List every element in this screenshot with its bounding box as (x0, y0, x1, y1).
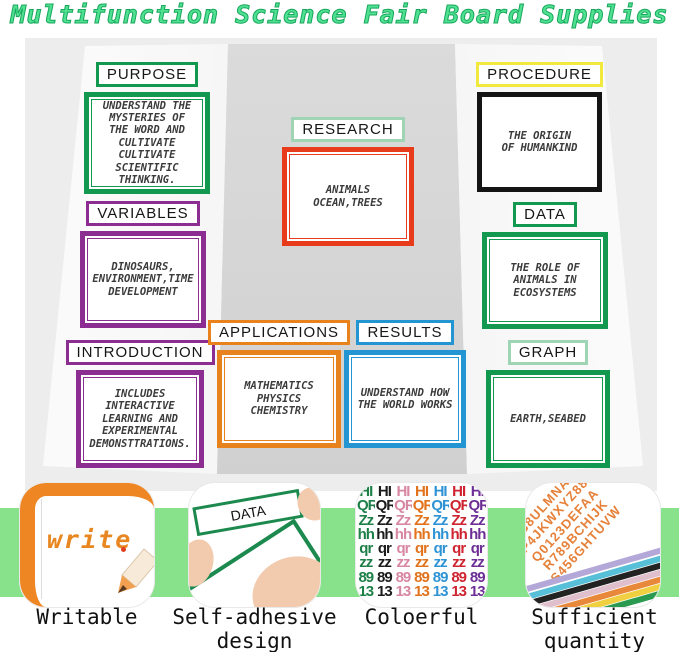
variables-card-frame: DINOSAURS, ENVIRONMENT,TIME DEVELOPMENT (87, 238, 199, 321)
section-research: RESEARCH ANIMALS OCEAN,TREES (282, 117, 414, 246)
letter-column: HI QR Zz hh qr zz 89 13 (357, 485, 375, 600)
applications-label: APPLICATIONS (207, 320, 351, 345)
caption-self-adhesive: Self-adhesive design (172, 605, 337, 652)
research-label-text: RESEARCH (302, 121, 394, 138)
introduction-label-text: INTRODUCTION (76, 344, 204, 361)
caption-writable: Writable (36, 605, 138, 629)
section-introduction: INTRODUCTION INCLUDES INTERACTIVE LEARNI… (65, 340, 215, 468)
procedure-label-text: PROCEDURE (487, 66, 592, 83)
results-card-frame: UNDERSTAND HOW THE WORLD WORKS (351, 357, 459, 441)
purpose-card-text: UNDERSTAND THE MYSTERIES OF THE WORD AND… (102, 99, 192, 186)
graph-card-frame: EARTH,SEABED (493, 377, 603, 461)
letter-column: HI QR Zz hh qr zz 89 13 (449, 485, 468, 600)
letter-column: HI QR Zz hh qr zz 89 13 (431, 485, 449, 600)
applications-label-text: APPLICATIONS (218, 324, 340, 341)
section-graph: GRAPH EARTH,SEABED (486, 340, 610, 468)
applications-card-frame: MATHEMATICS PHYSICS CHEMISTRY (224, 357, 334, 441)
page-title: Multifunction Science Fair Board Supplie… (10, 0, 669, 29)
graph-label: GRAPH (507, 340, 589, 365)
variables-label: VARIABLES (86, 201, 200, 226)
graph-card: EARTH,SEABED (486, 370, 610, 468)
feature-writable: write (20, 483, 154, 607)
feature-self-adhesive: DATA (189, 483, 320, 607)
introduction-card-frame: INCLUDES INTERACTIVE LEARNING AND EXPERI… (83, 377, 197, 461)
purpose-label-text: PURPOSE (106, 66, 188, 83)
marker-dot (121, 547, 126, 552)
caption-colorful: Coloerful (364, 605, 479, 629)
research-card-text: ANIMALS OCEAN,TREES (313, 184, 383, 209)
letter-column: HI QR Zz hh qr zz 89 13 (375, 485, 394, 600)
introduction-label: INTRODUCTION (65, 340, 215, 365)
section-results: RESULTS UNDERSTAND HOW THE WORLD WORKS (344, 320, 466, 448)
section-applications: APPLICATIONS MATHEMATICS PHYSICS CHEMIST… (207, 320, 351, 448)
applications-card: MATHEMATICS PHYSICS CHEMISTRY (217, 350, 341, 448)
purpose-card-frame: UNDERSTAND THE MYSTERIES OF THE WORD AND… (91, 99, 203, 187)
letter-column: HI QR Zz hh qr zz 89 13 (468, 485, 487, 600)
graph-label-text: GRAPH (518, 344, 578, 361)
sticker-letter-sheets: HI QR Zz hh qr zz 89 13 HI QR Zz hh qr z… (356, 483, 487, 607)
results-label: RESULTS (356, 320, 454, 345)
procedure-card-frame: THE ORIGIN OF HUMANKIND (484, 99, 595, 185)
results-label-text: RESULTS (367, 324, 443, 341)
letter-column: HI QR Zz hh qr zz 89 13 (412, 485, 431, 600)
procedure-label: PROCEDURE (476, 62, 603, 87)
data-card-frame: THE ROLE OF ANIMALS IN ECOSYSTEMS (489, 239, 601, 322)
feature-colorful: HI QR Zz hh qr zz 89 13 HI QR Zz hh qr z… (356, 483, 487, 607)
research-card-frame: ANIMALS OCEAN,TREES (289, 154, 407, 239)
page-edge-line (41, 499, 42, 599)
caption-sufficient: Sufficient quantity (531, 605, 658, 652)
data-card-text: THE ROLE OF ANIMALS IN ECOSYSTEMS (510, 261, 580, 299)
graph-card-text: EARTH,SEABED (510, 412, 586, 425)
variables-card-text: DINOSAURS, ENVIRONMENT,TIME DEVELOPMENT (92, 260, 194, 298)
introduction-card-text: INCLUDES INTERACTIVE LEARNING AND EXPERI… (89, 388, 191, 450)
whiteboard-frame (20, 483, 154, 607)
procedure-card-text: THE ORIGIN OF HUMANKIND (501, 129, 578, 154)
variables-card: DINOSAURS, ENVIRONMENT,TIME DEVELOPMENT (80, 231, 206, 328)
research-label: RESEARCH (291, 117, 405, 142)
research-card: ANIMALS OCEAN,TREES (282, 147, 414, 246)
applications-card-text: MATHEMATICS PHYSICS CHEMISTRY (244, 380, 314, 418)
procedure-card: THE ORIGIN OF HUMANKIND (477, 92, 602, 192)
introduction-card: INCLUDES INTERACTIVE LEARNING AND EXPERI… (76, 370, 204, 468)
marker-pen-icon (118, 548, 154, 593)
section-purpose: PURPOSE UNDERSTAND THE MYSTERIES OF THE … (84, 62, 210, 194)
results-card: UNDERSTAND HOW THE WORLD WORKS (344, 350, 466, 448)
data-sticker-text: DATA (229, 501, 267, 524)
variables-label-text: VARIABLES (97, 205, 189, 222)
data-label-text: DATA (524, 206, 566, 223)
purpose-card: UNDERSTAND THE MYSTERIES OF THE WORD AND… (84, 92, 210, 194)
section-procedure: PROCEDURE THE ORIGIN OF HUMANKIND (476, 62, 603, 192)
feature-sufficient: JB8ULMNA8 P4JKWXYZ88 Q0123DEFAA R789BCHI… (526, 483, 660, 607)
purpose-label: PURPOSE (95, 62, 199, 87)
data-card: THE ROLE OF ANIMALS IN ECOSYSTEMS (482, 232, 608, 329)
section-variables: VARIABLES DINOSAURS, ENVIRONMENT,TIME DE… (80, 201, 206, 328)
write-sample-text: write (47, 525, 133, 554)
data-label: DATA (513, 202, 577, 227)
section-data: DATA THE ROLE OF ANIMALS IN ECOSYSTEMS (482, 202, 608, 329)
letter-column: HI QR Zz hh qr zz 89 13 (394, 485, 412, 600)
results-card-text: UNDERSTAND HOW THE WORLD WORKS (357, 386, 453, 411)
